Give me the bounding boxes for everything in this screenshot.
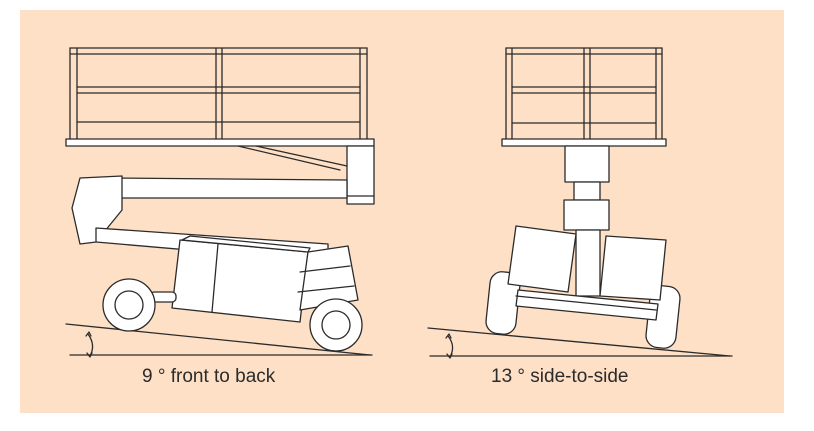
boom-arm	[109, 177, 348, 199]
chassis-body	[171, 239, 309, 323]
slope-line	[427, 327, 731, 357]
counterweight	[299, 245, 359, 311]
right-lift-front-view	[427, 47, 733, 359]
right-body-box	[599, 235, 667, 301]
rear-wheel	[309, 298, 363, 352]
front-wheel	[102, 278, 156, 332]
axle-bar	[515, 289, 659, 321]
platform-basket	[501, 47, 667, 147]
platform-basket	[65, 47, 375, 147]
mast-upper	[564, 145, 610, 183]
left-caption: 9 ° front to back	[142, 366, 276, 387]
mast-lower	[563, 199, 610, 231]
left-body-box	[507, 225, 577, 293]
right-caption: 13 ° side-to-side	[491, 366, 629, 387]
left-lift-side-view	[65, 47, 375, 358]
platform-mount	[346, 145, 375, 205]
slope-line	[65, 323, 371, 356]
